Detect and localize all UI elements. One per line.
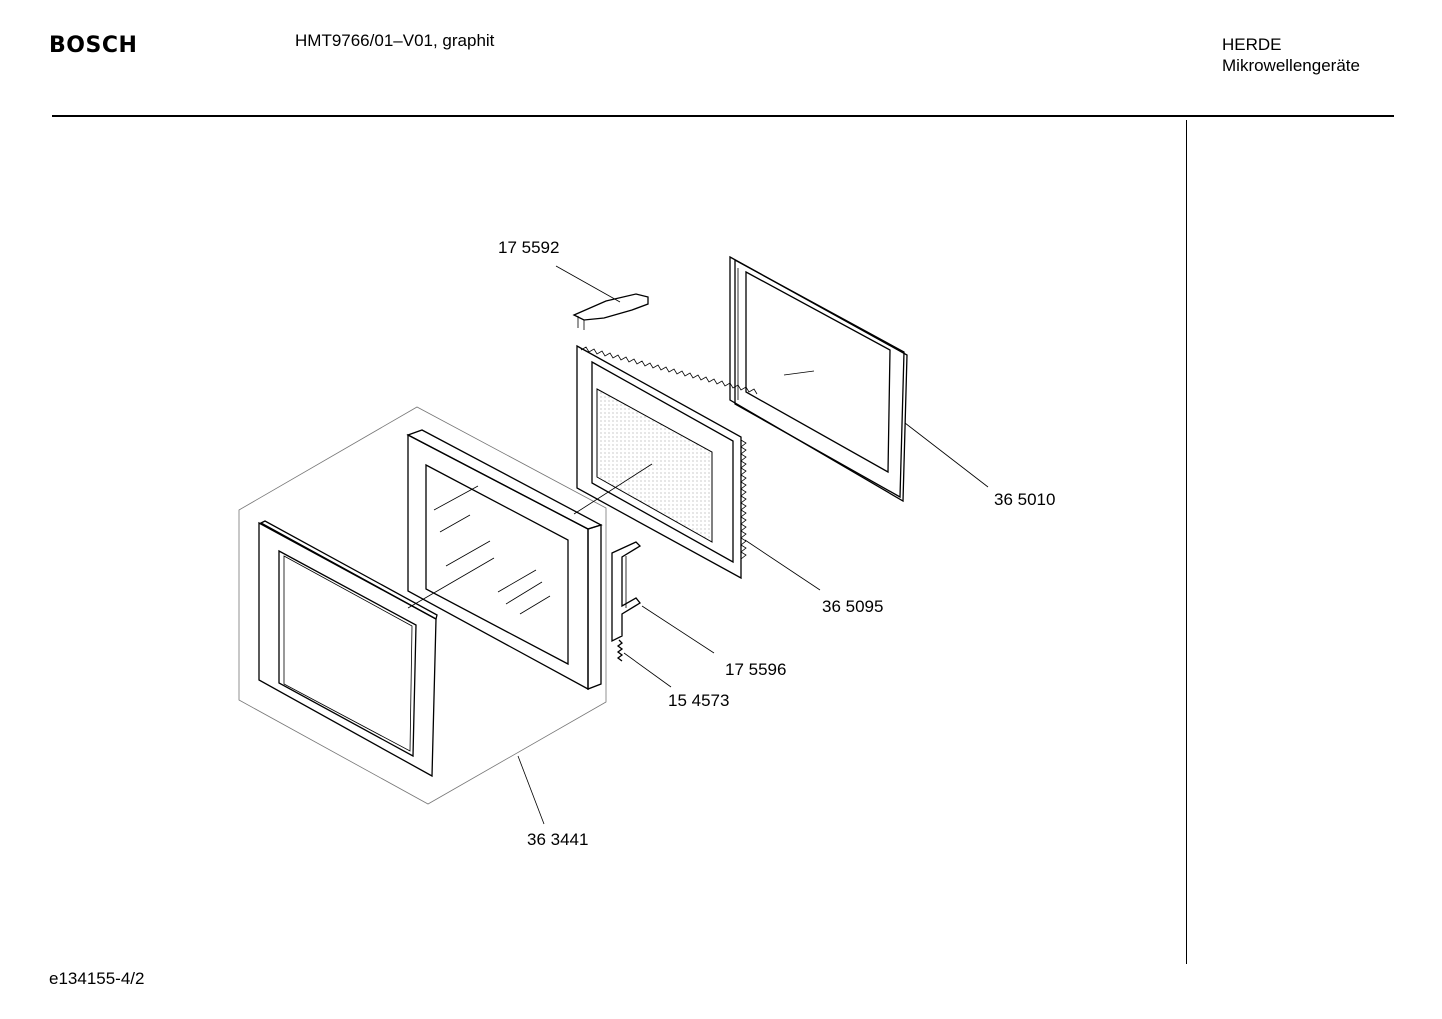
category-block: HERDE Mikrowellengeräte [1222, 34, 1360, 76]
hinge-bracket-part [611, 541, 642, 643]
rear-frame-part [729, 255, 908, 503]
top-bracket-part [572, 293, 649, 330]
part-label-363441: 36 3441 [527, 830, 588, 849]
part-label-365010: 36 5010 [994, 490, 1055, 509]
category-sub: Mikrowellengeräte [1222, 56, 1360, 75]
document-reference: e134155-4/2 [49, 969, 145, 988]
door-glass-panel [406, 429, 603, 691]
part-label-154573: 15 4573 [668, 691, 729, 710]
inner-door-mesh-part [576, 344, 758, 580]
brand-logo: BOSCH [49, 33, 138, 58]
side-divider [1186, 120, 1187, 964]
part-label-365095: 36 5095 [822, 597, 883, 616]
spring-part [616, 639, 624, 662]
model-title: HMT9766/01–V01, graphit [295, 31, 495, 50]
part-label-175596: 17 5596 [725, 660, 786, 679]
header-divider [52, 115, 1394, 117]
part-label-175592: 17 5592 [498, 238, 559, 257]
door-frame-part [238, 406, 607, 805]
category-main: HERDE [1222, 35, 1282, 54]
leader-lines [407, 265, 989, 825]
